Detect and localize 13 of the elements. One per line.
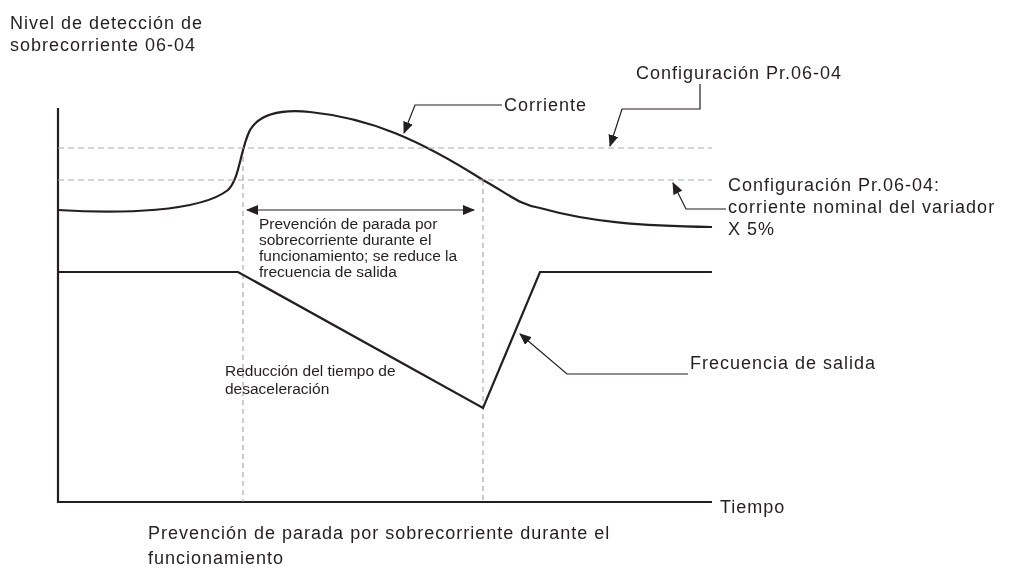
leader-line	[608, 83, 701, 147]
callout-text: Corriente	[504, 94, 614, 116]
leader-line	[672, 182, 727, 210]
leader-line	[403, 104, 503, 134]
caption: Prevención de parada por sobrecorriente durante el funcionamiento	[148, 522, 612, 570]
callout-text: Configuración Pr.06-04	[636, 62, 926, 84]
axis-label: Tiempo	[720, 496, 787, 518]
axis-title: Nivel de detección de sobrecorriente 06-04	[10, 12, 205, 56]
leader-line	[519, 333, 689, 375]
annotation-text: Reducción del tiempo de desaceleración	[225, 362, 397, 398]
callout-text: Configuración Pr.06-04: corriente nominal del variador X 5%	[728, 174, 1000, 240]
dimension-text: Prevención de parada por sobrecorriente durante el funcionamiento; se reduce la frecuencia de salida	[259, 216, 459, 280]
callout-text: Frecuencia de salida	[690, 352, 950, 374]
